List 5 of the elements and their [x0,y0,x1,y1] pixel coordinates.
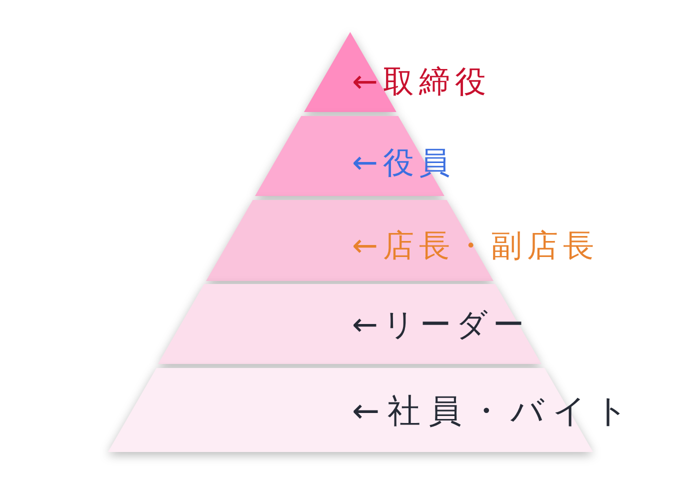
tier-label: ←社員・バイト [352,394,637,426]
tier-label: ←店長・副店長 [352,230,599,262]
tier-label: ←取締役 [352,66,491,98]
tier-label: ←リーダー [352,310,529,340]
tier-label: ←役員 [352,148,455,178]
